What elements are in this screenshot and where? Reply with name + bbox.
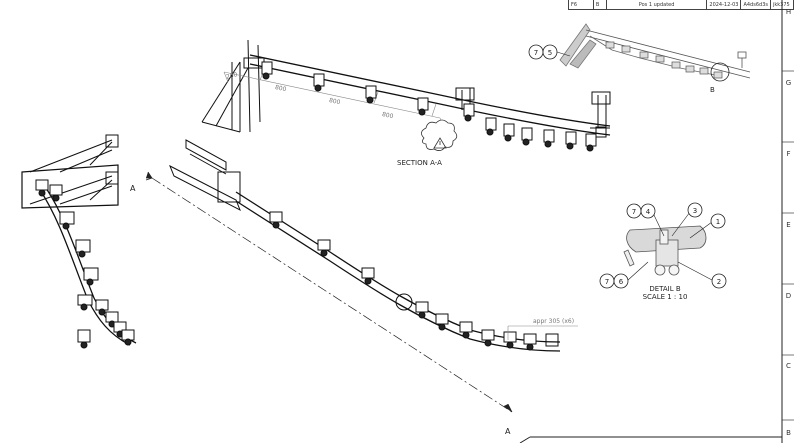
balloon-5-top: 5 bbox=[542, 44, 571, 60]
zone-letter-c: C bbox=[786, 362, 791, 370]
zone-letter-f: F bbox=[786, 150, 791, 158]
rev-letter: B bbox=[593, 0, 607, 10]
dim-800-2: 800 bbox=[328, 97, 341, 106]
svg-text:4: 4 bbox=[646, 208, 651, 216]
balloon-7-detail-top: 7 bbox=[626, 203, 642, 219]
section-aa-title: SECTION A-A bbox=[397, 159, 442, 167]
rev-date: 2024-12-03 bbox=[706, 0, 742, 10]
detail-b-title: DETAIL B bbox=[649, 285, 681, 293]
svg-text:7: 7 bbox=[632, 208, 636, 216]
section-a-marker-bottom: A bbox=[505, 427, 511, 436]
top-view-carriers bbox=[261, 61, 597, 152]
appr-dimension bbox=[507, 325, 578, 340]
detail-b-leaders bbox=[627, 211, 713, 281]
balloon-4-detail: 4 bbox=[640, 203, 656, 219]
left-view-carriers bbox=[35, 179, 135, 349]
rev-zone: F6 bbox=[568, 0, 594, 10]
isometric-view bbox=[559, 23, 751, 79]
rev-description: Pos 1 updated bbox=[606, 0, 708, 10]
revision-cloud bbox=[421, 119, 458, 151]
zone-letter-b: B bbox=[786, 429, 791, 437]
svg-text:6: 6 bbox=[619, 278, 624, 286]
zone-letter-d: D bbox=[785, 292, 792, 300]
detail-b-circle bbox=[710, 62, 730, 82]
detail-b-marker: B bbox=[710, 86, 715, 94]
zone-letter-h: H bbox=[785, 8, 792, 16]
top-view-assembly bbox=[201, 39, 611, 138]
balloon-7-top: 7 bbox=[528, 44, 544, 60]
left-view-assembly bbox=[21, 134, 137, 346]
dim-200: 200 bbox=[225, 71, 238, 81]
balloon-7-detail-bottom: 7 bbox=[599, 273, 615, 289]
middle-view-carriers bbox=[269, 211, 537, 351]
detail-b-view bbox=[623, 225, 707, 276]
dim-800-1: 800 bbox=[274, 84, 287, 93]
rev-drawn: A4ds6d3s bbox=[740, 0, 771, 10]
section-a-marker-top: A bbox=[130, 184, 136, 193]
svg-text:1: 1 bbox=[716, 218, 720, 226]
isometric-carriers bbox=[605, 41, 723, 79]
dim-appr-305: appr 305 (x6) bbox=[533, 318, 574, 325]
dimension-labels: 200 800 800 800 634 bbox=[225, 71, 444, 135]
balloon-2-detail: 2 bbox=[711, 273, 727, 289]
svg-text:5: 5 bbox=[548, 49, 552, 57]
sheet-frame bbox=[519, 0, 794, 443]
middle-view-assembly bbox=[169, 139, 561, 352]
balloon-1-detail: 1 bbox=[710, 213, 726, 229]
svg-text:3: 3 bbox=[693, 207, 697, 215]
balloon-3-detail: 3 bbox=[687, 202, 703, 218]
svg-text:2: 2 bbox=[717, 278, 721, 286]
svg-text:7: 7 bbox=[534, 49, 538, 57]
detail-b-scale: SCALE 1 : 10 bbox=[643, 293, 688, 301]
zone-letter-e: E bbox=[786, 221, 791, 229]
balloon-6-detail: 6 bbox=[613, 273, 629, 289]
zone-letter-g: G bbox=[785, 79, 792, 87]
svg-text:7: 7 bbox=[605, 278, 609, 286]
dim-800-3: 800 bbox=[381, 111, 394, 120]
section-cut-line bbox=[145, 171, 513, 413]
